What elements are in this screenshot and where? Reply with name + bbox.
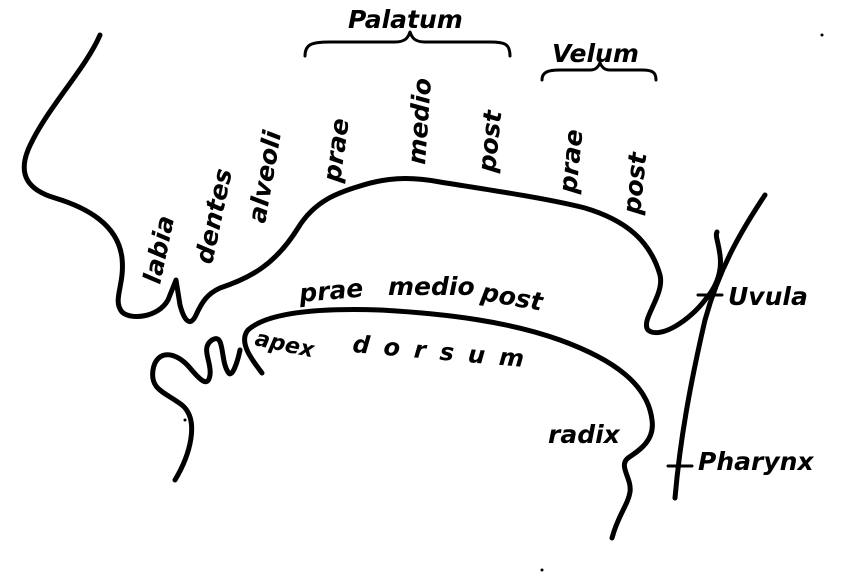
upper-vocal-tract-outline <box>21 32 723 336</box>
labia-label: labia <box>138 213 181 286</box>
tongue-outline <box>242 307 655 541</box>
speck-dot <box>820 33 824 37</box>
velum-post-label: post <box>617 150 653 217</box>
speck-dot <box>183 418 187 422</box>
dorsum-post-label: post <box>478 277 546 317</box>
speck-dot <box>206 200 210 204</box>
pharynx-wall-line <box>672 192 768 501</box>
radix-label: radix <box>548 420 621 449</box>
dorsum-label: dorsum <box>351 330 539 374</box>
dorsum-medio-label: medio <box>388 272 475 301</box>
alveoli-label: alveoli <box>242 128 287 225</box>
palatum-medio-label: medio <box>402 77 437 165</box>
velum-brace <box>540 61 658 82</box>
speck-dot <box>540 568 544 572</box>
dorsum-prae-label: prae <box>297 274 364 309</box>
velum-label: Velum <box>552 39 639 68</box>
apex-label: apex <box>253 326 317 363</box>
uvula-label: Uvula <box>728 282 808 311</box>
palatum-prae-label: prae <box>317 116 355 184</box>
pharynx-label: Pharynx <box>698 447 814 476</box>
palatum-brace <box>303 30 512 58</box>
velum-prae-label: prae <box>553 128 589 196</box>
palatum-post-label: post <box>472 108 508 175</box>
dentes-label: dentes <box>190 166 238 266</box>
lower-lip-outline <box>150 336 243 483</box>
palatum-label: Palatum <box>348 5 463 34</box>
